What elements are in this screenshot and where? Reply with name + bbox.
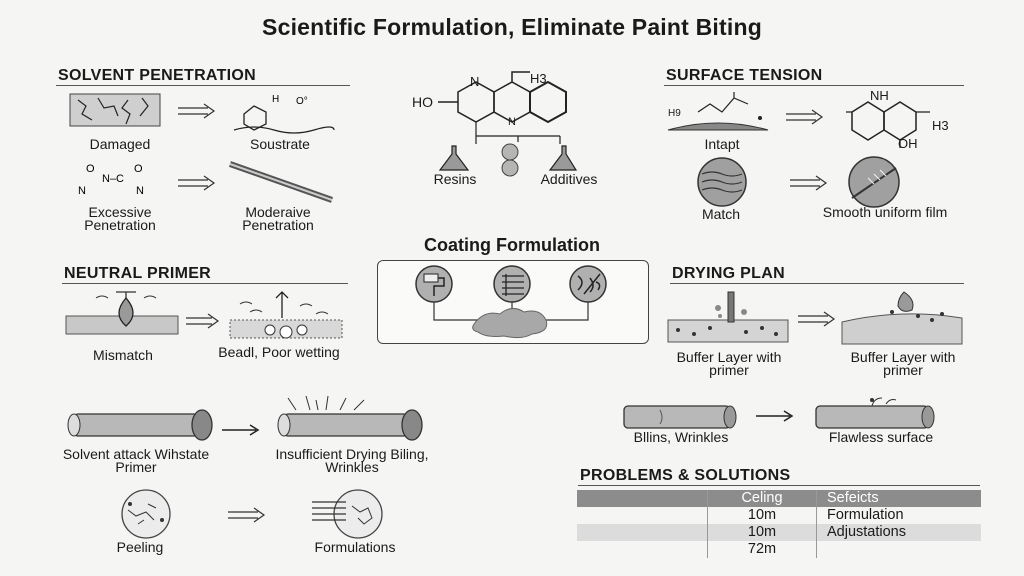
intapt-surface-icon [667,92,769,131]
table-cell: Formulation [816,507,981,524]
label-flawless-surface: Flawless surface [828,429,934,445]
beading-surface-icon [229,291,343,339]
arrow-icon [178,103,216,119]
section-heading-neutral-primer: NEUTRAL PRIMER [64,265,212,282]
arrow-icon [178,175,216,191]
svg-text:N: N [136,185,144,197]
label-moderate-penetration: Moderaive Penetration [242,204,314,233]
damaged-surface-icon [69,93,161,127]
buffer-layer-drop-icon [841,291,963,345]
table-header-cell [577,490,708,507]
label-ho: HO [412,94,433,110]
arrow-icon [228,507,266,523]
section-heading-drying-plan: DRYING PLAN [672,265,785,282]
pipe-icon [277,395,423,441]
arrow-icon [222,424,260,436]
label-smooth-film: Smooth uniform film [822,204,948,220]
label-insufficient-drying: Insufficient Drying Biling, Wrinkles [275,446,429,475]
svg-text:H: H [272,94,279,105]
table-cell [577,507,708,524]
paint-roller-icon [423,273,445,296]
peeling-circle-icon [121,489,171,539]
section-divider [56,85,350,86]
coating-formulation-heading: Coating Formulation [424,235,600,255]
label-resins: Resins [433,171,477,187]
table-header-row: Celing Sefeicts [577,490,981,507]
label-h9: H9 [668,108,681,119]
table-cell [816,541,981,558]
arrow-icon [786,109,824,125]
arrow-icon [756,410,794,422]
moderate-penetration-line-icon [229,161,333,203]
label-h3-surface: H3 [932,118,949,133]
table-row: 72m [577,541,981,558]
svg-text:O: O [86,163,95,175]
label-substrate: Soustrate [250,136,310,152]
label-beading: Beadl, Poor wetting [218,344,340,360]
coating-formulation-diagram [415,265,607,339]
label-intapt: Intapt [704,136,740,152]
problems-solutions-table: Celing Sefeicts 10m Formulation 10m Adju… [577,490,981,558]
table-row: 10m Formulation [577,507,981,524]
page-title: Scientific Formulation, Eliminate Paint … [262,14,762,40]
section-divider [62,283,348,284]
match-circle-icon [697,157,747,207]
flask-icon [438,143,578,177]
label-nh: NH [870,88,889,103]
substrate-molecule-icon: H O° [233,94,335,134]
list-icon [502,274,524,296]
label-solvent-attack: Solvent attack Wihstate Primer [62,446,210,475]
section-divider [670,283,964,284]
table-cell [577,524,708,541]
label-buffer-layer-right: Buffer Layer with primer [850,349,956,378]
pipe-icon [67,409,213,441]
table-cell: Adjustations [816,524,981,541]
label-formulations: Formulations [314,539,396,555]
table-row: 10m Adjustations [577,524,981,541]
label-blins-wrinkles: Bllins, Wrinkles [633,429,729,445]
label-n: N [470,74,480,89]
svg-text:O°: O° [296,96,308,107]
svg-text:N–C: N–C [102,173,124,185]
table-header-cell: Celing [707,490,817,507]
molecule-icon: O N–C O N N [78,163,144,197]
center-molecule-icon [438,71,567,144]
table-cell: 72m [707,541,817,558]
table-header-cell: Sefeicts [816,490,981,507]
label-buffer-layer-left: Buffer Layer with primer [676,349,782,378]
droplet-icon [65,291,179,335]
table-cell: 10m [707,507,817,524]
label-additives: Additives [540,171,598,187]
section-heading-surface-tension: SURFACE TENSION [666,67,823,84]
section-divider [578,485,980,486]
percent-icon [577,273,601,295]
label-n-bottom: N [508,116,516,128]
section-heading-solvent-penetration: SOLVENT PENETRATION [58,67,257,84]
svg-text:N: N [78,185,86,197]
section-heading-problems-solutions: PROBLEMS & SOLUTIONS [580,467,791,484]
table-cell: 10m [707,524,817,541]
formulations-circle-icon [312,489,383,539]
arrow-icon [798,311,836,327]
arrow-icon [186,313,220,329]
label-peeling: Peeling [116,539,164,555]
arrow-icon [790,175,828,191]
surface-molecule-icon [846,101,930,148]
label-damaged: Damaged [89,136,151,152]
label-mismatch: Mismatch [93,347,153,363]
smooth-film-circle-icon [848,156,900,208]
label-excessive-penetration: Excessive Penetration [84,204,156,233]
label-match: Match [701,206,741,222]
wrinkled-pipe-icon [623,405,737,429]
flawless-pipe-icon [815,397,935,429]
label-oh: OH [898,136,918,151]
label-h3: H3 [530,71,547,86]
svg-text:O: O [134,163,143,175]
section-divider [664,85,964,86]
buffer-layer-spray-icon [667,291,789,343]
table-cell [577,541,708,558]
